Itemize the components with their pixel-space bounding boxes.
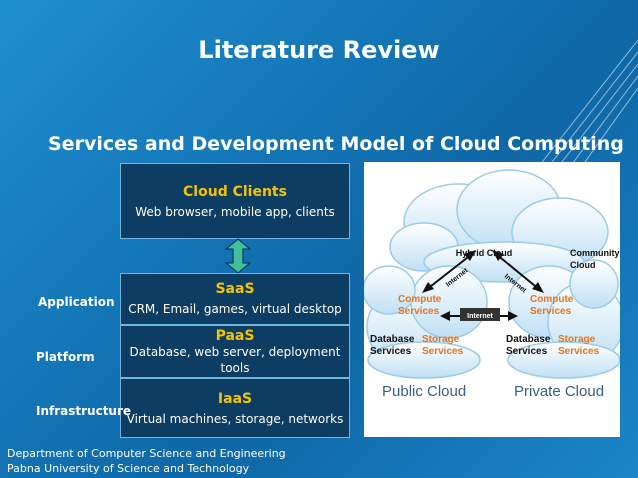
- iaas-heading: IaaS: [217, 391, 253, 407]
- private-storage-label-2: Services: [558, 346, 600, 357]
- iaas-box: IaaS Virtual machines, storage, networks: [120, 378, 350, 438]
- cloud-clients-desc: Web browser, mobile app, clients: [135, 205, 335, 219]
- private-compute-label-2: Services: [530, 306, 572, 317]
- paas-heading: PaaS: [215, 328, 255, 344]
- community-cloud-label-2: Cloud: [570, 260, 596, 270]
- slide-title: Literature Review: [198, 36, 440, 64]
- public-db-label-2: Services: [370, 346, 412, 357]
- private-cloud-shape: [507, 259, 625, 379]
- footer-department: Department of Computer Science and Engin…: [7, 447, 286, 460]
- public-storage-label-1: Storage: [422, 334, 460, 345]
- private-db-label-2: Services: [506, 346, 548, 357]
- saas-desc: CRM, Email, games, virtual desktop: [128, 302, 342, 316]
- double-arrow-icon: [225, 238, 251, 274]
- layer-label-infrastructure: Infrastructure: [36, 404, 132, 418]
- public-compute-label-2: Services: [398, 306, 440, 317]
- public-storage-label-2: Services: [422, 346, 464, 357]
- layer-label-platform: Platform: [36, 350, 95, 364]
- decorative-lines: [528, 39, 638, 180]
- cloud-deployment-diagram: Hybrid Cloud Community Cloud Internet In…: [362, 162, 625, 437]
- public-db-label-1: Database: [370, 334, 415, 345]
- saas-box: SaaS CRM, Email, games, virtual desktop: [120, 273, 350, 325]
- cloud-clients-heading: Cloud Clients: [183, 184, 287, 200]
- footer-university: Pabna University of Science and Technolo…: [7, 462, 250, 475]
- private-cloud-label: Private Cloud: [514, 383, 604, 400]
- private-db-label-1: Database: [506, 334, 551, 345]
- layer-label-application: Application: [38, 295, 115, 309]
- cloud-diagram-svg: Hybrid Cloud Community Cloud Internet In…: [362, 169, 625, 400]
- public-cloud-label: Public Cloud: [382, 383, 466, 400]
- public-cloud-shape: [362, 265, 488, 379]
- hybrid-cloud-label: Hybrid Cloud: [456, 248, 513, 258]
- footer: Department of Computer Science and Engin…: [7, 446, 286, 476]
- community-cloud-label-1: Community: [570, 248, 620, 258]
- saas-heading: SaaS: [215, 281, 255, 297]
- slide-subtitle: Services and Development Model of Cloud …: [48, 133, 624, 155]
- private-compute-label-1: Compute: [530, 294, 574, 305]
- paas-desc: Database, web server, deployment tools: [129, 345, 341, 375]
- public-compute-label-1: Compute: [398, 294, 442, 305]
- private-storage-label-1: Storage: [558, 334, 596, 345]
- iaas-desc: Virtual machines, storage, networks: [126, 412, 344, 426]
- paas-box: PaaS Database, web server, deployment to…: [120, 325, 350, 378]
- cloud-clients-box: Cloud Clients Web browser, mobile app, c…: [120, 163, 350, 239]
- internet-middle-label: Internet: [467, 313, 493, 320]
